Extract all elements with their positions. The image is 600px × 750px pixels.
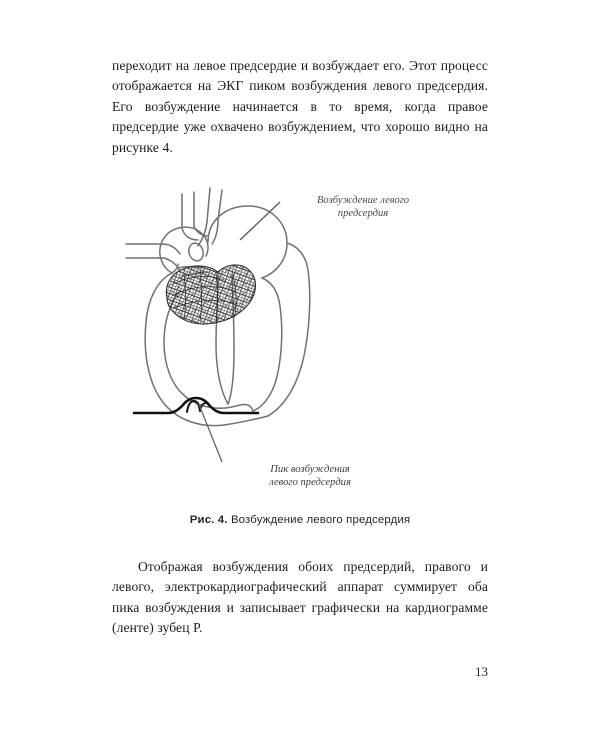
paragraph-top: переходит на левое предсердие и возбужда… bbox=[112, 56, 488, 158]
ecg-p-wave bbox=[132, 396, 260, 415]
page-number: 13 bbox=[475, 664, 488, 679]
leader-line-wave bbox=[197, 401, 223, 463]
heart-diagram-svg bbox=[125, 187, 311, 463]
p-wave-baseline bbox=[132, 396, 260, 415]
p-wave-notch bbox=[186, 399, 201, 413]
excitation-hatch-region bbox=[165, 264, 257, 325]
p-wave-notch-right bbox=[199, 402, 207, 412]
left-ventricle-outer-wall bbox=[144, 272, 269, 427]
right-ventricle-outer-wall bbox=[267, 242, 311, 417]
figure-caption-label: Рис. 4. bbox=[189, 514, 228, 526]
pulmonary-tube-left-bend bbox=[181, 227, 199, 241]
excitation-hatch-border bbox=[165, 264, 257, 325]
annotation-heart: Возбуждение левого предсердия bbox=[316, 195, 410, 219]
left-ventricle-inner-wall bbox=[163, 290, 254, 412]
figure-4: Возбуждение левого предсердия Пик возбуж… bbox=[112, 180, 488, 540]
paragraph-bottom: Отображая возбуждения обоих предсердий, … bbox=[112, 557, 488, 639]
pulmonary-tube-right-outer bbox=[206, 187, 211, 223]
vessel-superior-curve bbox=[161, 243, 181, 255]
figure-caption-text: Возбуждение левого предсердия bbox=[227, 514, 411, 526]
pulmonary-tube-right-bend2 bbox=[211, 219, 219, 245]
left-atrium-outline bbox=[207, 205, 288, 279]
leader-line-heart bbox=[239, 201, 281, 241]
vessel-junction-3 bbox=[171, 263, 179, 274]
valve-ring bbox=[188, 242, 204, 262]
pulmonary-tube-right-inner bbox=[217, 189, 223, 221]
annotation-wave: Пик возбуждения левого предсердия bbox=[269, 464, 351, 488]
pulmonary-tube-left-bend2 bbox=[193, 225, 209, 237]
paragraph-bottom-text: Отображая возбуждения обоих предсердий, … bbox=[112, 559, 488, 636]
paragraph-top-text: переходит на левое предсердие и возбужда… bbox=[112, 58, 488, 155]
figure-caption: Рис. 4. Возбуждение левого предсердия bbox=[112, 514, 488, 526]
right-ventricle-inner-wall bbox=[252, 277, 283, 412]
